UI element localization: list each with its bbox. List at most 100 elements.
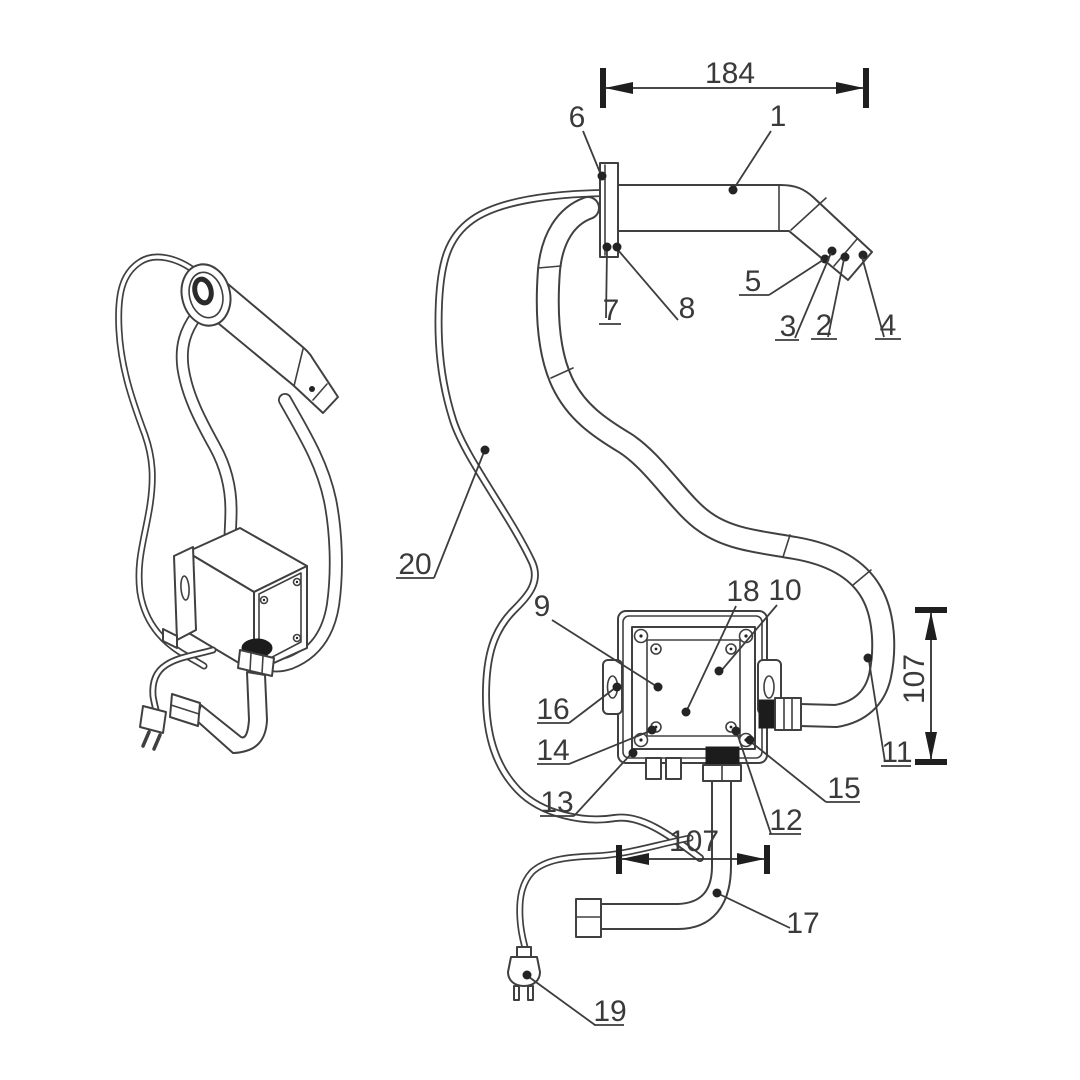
callout-labels: 1 6 7 8 5 3 2 4 20 9 18 10 16 14 13 11 1… — [398, 100, 912, 1028]
callout-leaders — [433, 130, 886, 1026]
callout-leader-16 — [568, 687, 616, 724]
callout-dot-1 — [728, 185, 738, 195]
arrow-down — [925, 732, 937, 760]
wall-flange — [180, 263, 232, 327]
arrow-right — [836, 82, 864, 94]
callout-dot-10 — [714, 666, 724, 676]
callout-label-13: 13 — [540, 786, 573, 819]
callout-dots — [480, 171, 873, 980]
callout-label-1: 1 — [770, 100, 787, 133]
callout-leader-9 — [551, 619, 657, 687]
plug-prong — [152, 733, 162, 751]
sensor-eye — [309, 386, 315, 392]
arrow-up — [925, 612, 937, 640]
inlet-elbow-pipe — [599, 780, 732, 930]
arrow-left — [621, 853, 649, 865]
inlet-assembly — [575, 746, 742, 938]
hose-seams — [537, 265, 872, 586]
callout-leader-1 — [732, 130, 772, 191]
dimension-ticks — [600, 68, 869, 108]
callout-leader-6 — [582, 130, 602, 176]
callout-label-5: 5 — [745, 265, 762, 298]
callout-dot-9 — [653, 682, 663, 692]
power-plug — [139, 705, 167, 751]
callout-leader-17 — [718, 893, 791, 929]
callout-dot-8 — [612, 242, 622, 252]
inlet-hex-nut — [575, 898, 602, 938]
callout-dot-16 — [612, 682, 622, 692]
callout-dot-18 — [681, 707, 691, 717]
callout-label-8: 8 — [679, 292, 696, 325]
mounting-bracket — [173, 546, 197, 641]
arrow-left — [605, 82, 633, 94]
callout-label-20: 20 — [398, 548, 431, 581]
spout-seams — [778, 184, 858, 267]
dimension-107-right-value: 107 — [898, 654, 931, 704]
callout-leader-11 — [868, 660, 886, 763]
callout-dot-20 — [480, 445, 490, 455]
callout-leader-3 — [794, 252, 832, 339]
control-box — [602, 610, 802, 780]
callout-leader-14 — [568, 730, 651, 765]
callout-label-7: 7 — [603, 294, 620, 327]
callout-leader-15 — [750, 741, 827, 803]
callout-leader-13 — [573, 753, 632, 817]
callout-leader-8 — [617, 249, 679, 321]
callout-label-14: 14 — [536, 734, 569, 767]
supply-hose — [255, 393, 343, 673]
callout-label-4: 4 — [880, 309, 897, 342]
callout-label-12: 12 — [769, 804, 802, 837]
callout-leader-18 — [686, 605, 737, 711]
callout-label-19: 19 — [593, 995, 626, 1028]
callout-dot-19 — [522, 970, 532, 980]
spout-seam — [293, 348, 304, 387]
dimension-107-bottom: 107 — [616, 825, 770, 874]
callout-leader-10 — [720, 604, 778, 672]
supply-pipe — [175, 309, 238, 563]
plug-prong — [513, 985, 520, 1001]
box-bezel — [631, 626, 756, 750]
callout-label-2: 2 — [816, 309, 833, 342]
plug-prong — [527, 985, 534, 1001]
dimension-ticks — [915, 607, 947, 765]
callout-label-9: 9 — [534, 590, 551, 623]
ear-slot-right — [763, 675, 775, 699]
control-box-iso — [162, 527, 308, 673]
inlet-elbow-pipe — [195, 671, 268, 754]
callout-dot-3 — [827, 246, 837, 256]
callout-leader-7 — [605, 249, 608, 319]
callout-dot-11 — [863, 653, 873, 663]
callout-label-11: 11 — [881, 736, 912, 769]
spout — [617, 184, 873, 281]
callout-underlines — [396, 294, 911, 1026]
dimension-184: 184 — [600, 57, 869, 108]
wall-flange — [599, 162, 619, 258]
dimension-107-bottom-value: 107 — [669, 825, 719, 858]
solenoid — [705, 746, 740, 766]
callout-leader-12 — [736, 732, 772, 835]
box-panel — [646, 639, 741, 737]
callout-dot-2 — [840, 252, 850, 262]
callout-leader-4 — [861, 256, 885, 338]
callout-dot-7 — [602, 242, 612, 252]
callout-dot-4 — [858, 250, 868, 260]
dimension-107-right: 107 — [898, 607, 947, 765]
outlet-nut — [774, 697, 802, 731]
dimension-ticks — [616, 845, 770, 874]
power-cord — [516, 834, 694, 961]
callout-label-15: 15 — [827, 772, 860, 805]
callout-label-16: 16 — [536, 693, 569, 726]
callout-label-17: 17 — [786, 907, 819, 940]
sensor-window-dots — [820, 246, 868, 264]
callout-leader-20 — [433, 451, 485, 579]
plug-prong — [141, 730, 151, 748]
left-view-assembled — [115, 253, 343, 754]
spout-tip-seam — [312, 383, 328, 401]
callout-label-10: 10 — [768, 574, 801, 607]
callout-leader-2 — [827, 258, 845, 338]
callout-dot-15 — [745, 735, 755, 745]
dimension-184-value: 184 — [705, 57, 755, 90]
terminal-tab — [645, 757, 662, 780]
